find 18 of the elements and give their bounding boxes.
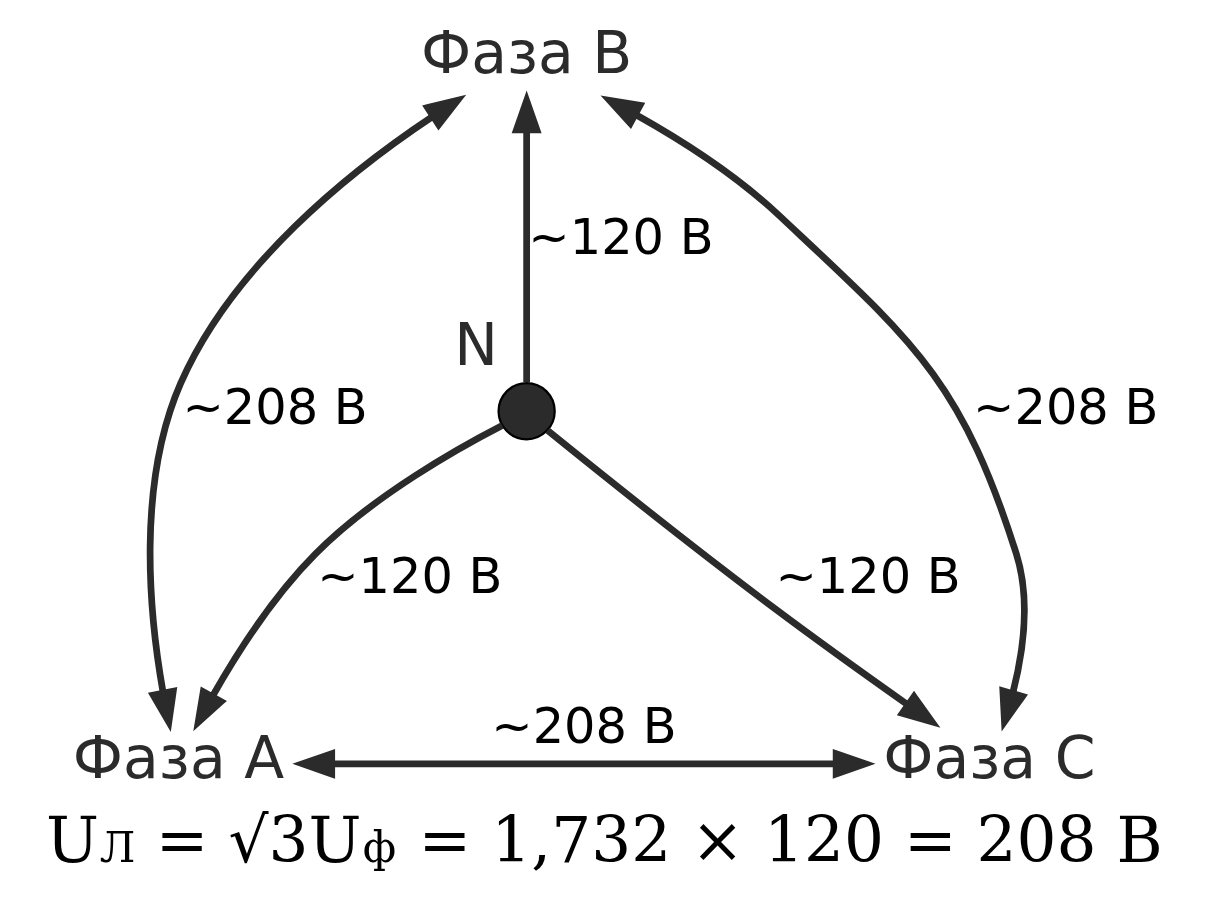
arrow <box>146 94 466 732</box>
arrow <box>600 95 1028 732</box>
arrow <box>511 90 542 383</box>
arrow <box>544 427 940 728</box>
edge-label: ~208 В <box>490 696 677 755</box>
edge-label: ~208 В <box>181 377 368 436</box>
arrow <box>291 748 876 779</box>
edge-label: ~208 В <box>972 377 1158 436</box>
node-text: Фаза B <box>420 18 632 87</box>
caption: UЛ = √3Uф = 1,732 × 120 = 208 В <box>45 804 1163 878</box>
arrow <box>192 422 504 732</box>
node-text: Фаза C <box>882 724 1095 792</box>
edge-label: ~120 В <box>774 547 961 606</box>
node-label: N <box>453 310 498 379</box>
node-text: Фаза A <box>72 724 284 792</box>
node-circle <box>496 382 556 441</box>
edge-label: ~120 В <box>527 208 714 267</box>
edge-label: ~120 В <box>316 547 502 606</box>
